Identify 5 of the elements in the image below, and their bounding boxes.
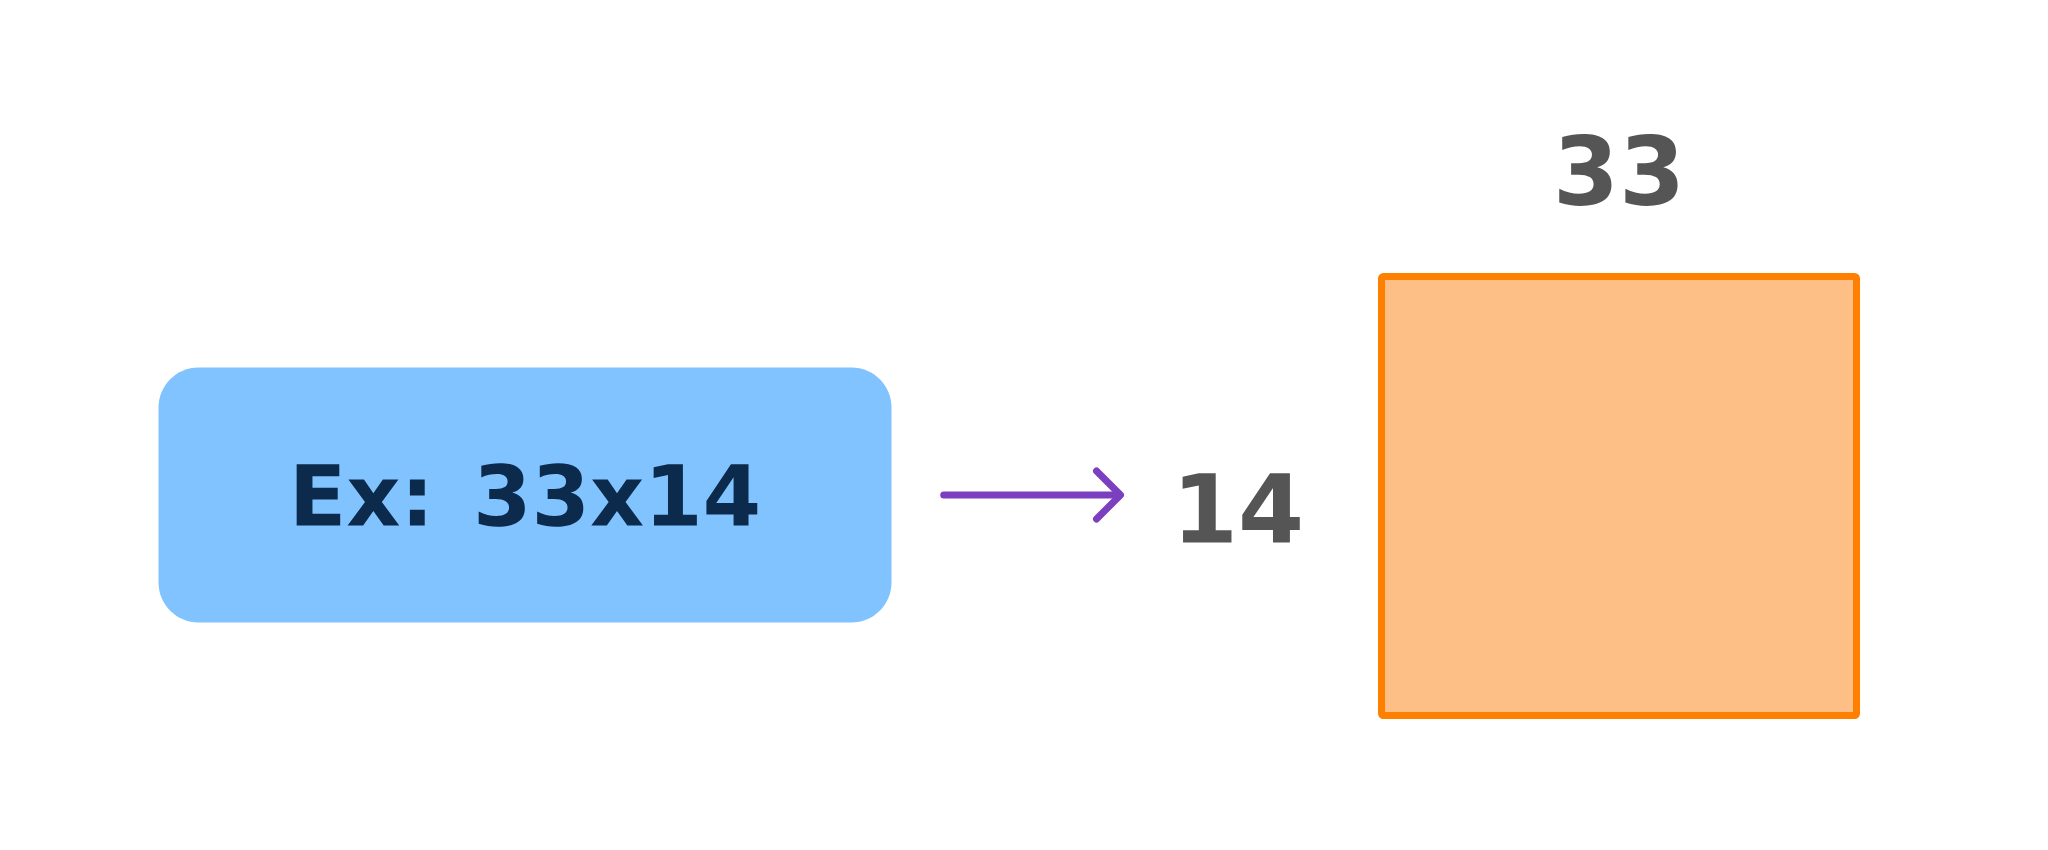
process-box: Ex: 33x14 [158,367,892,623]
arrow [940,467,1124,523]
dimension-label: 33 [1559,134,1678,206]
dimension-label: 14 [1182,473,1300,543]
square-drawing [1378,273,1860,719]
